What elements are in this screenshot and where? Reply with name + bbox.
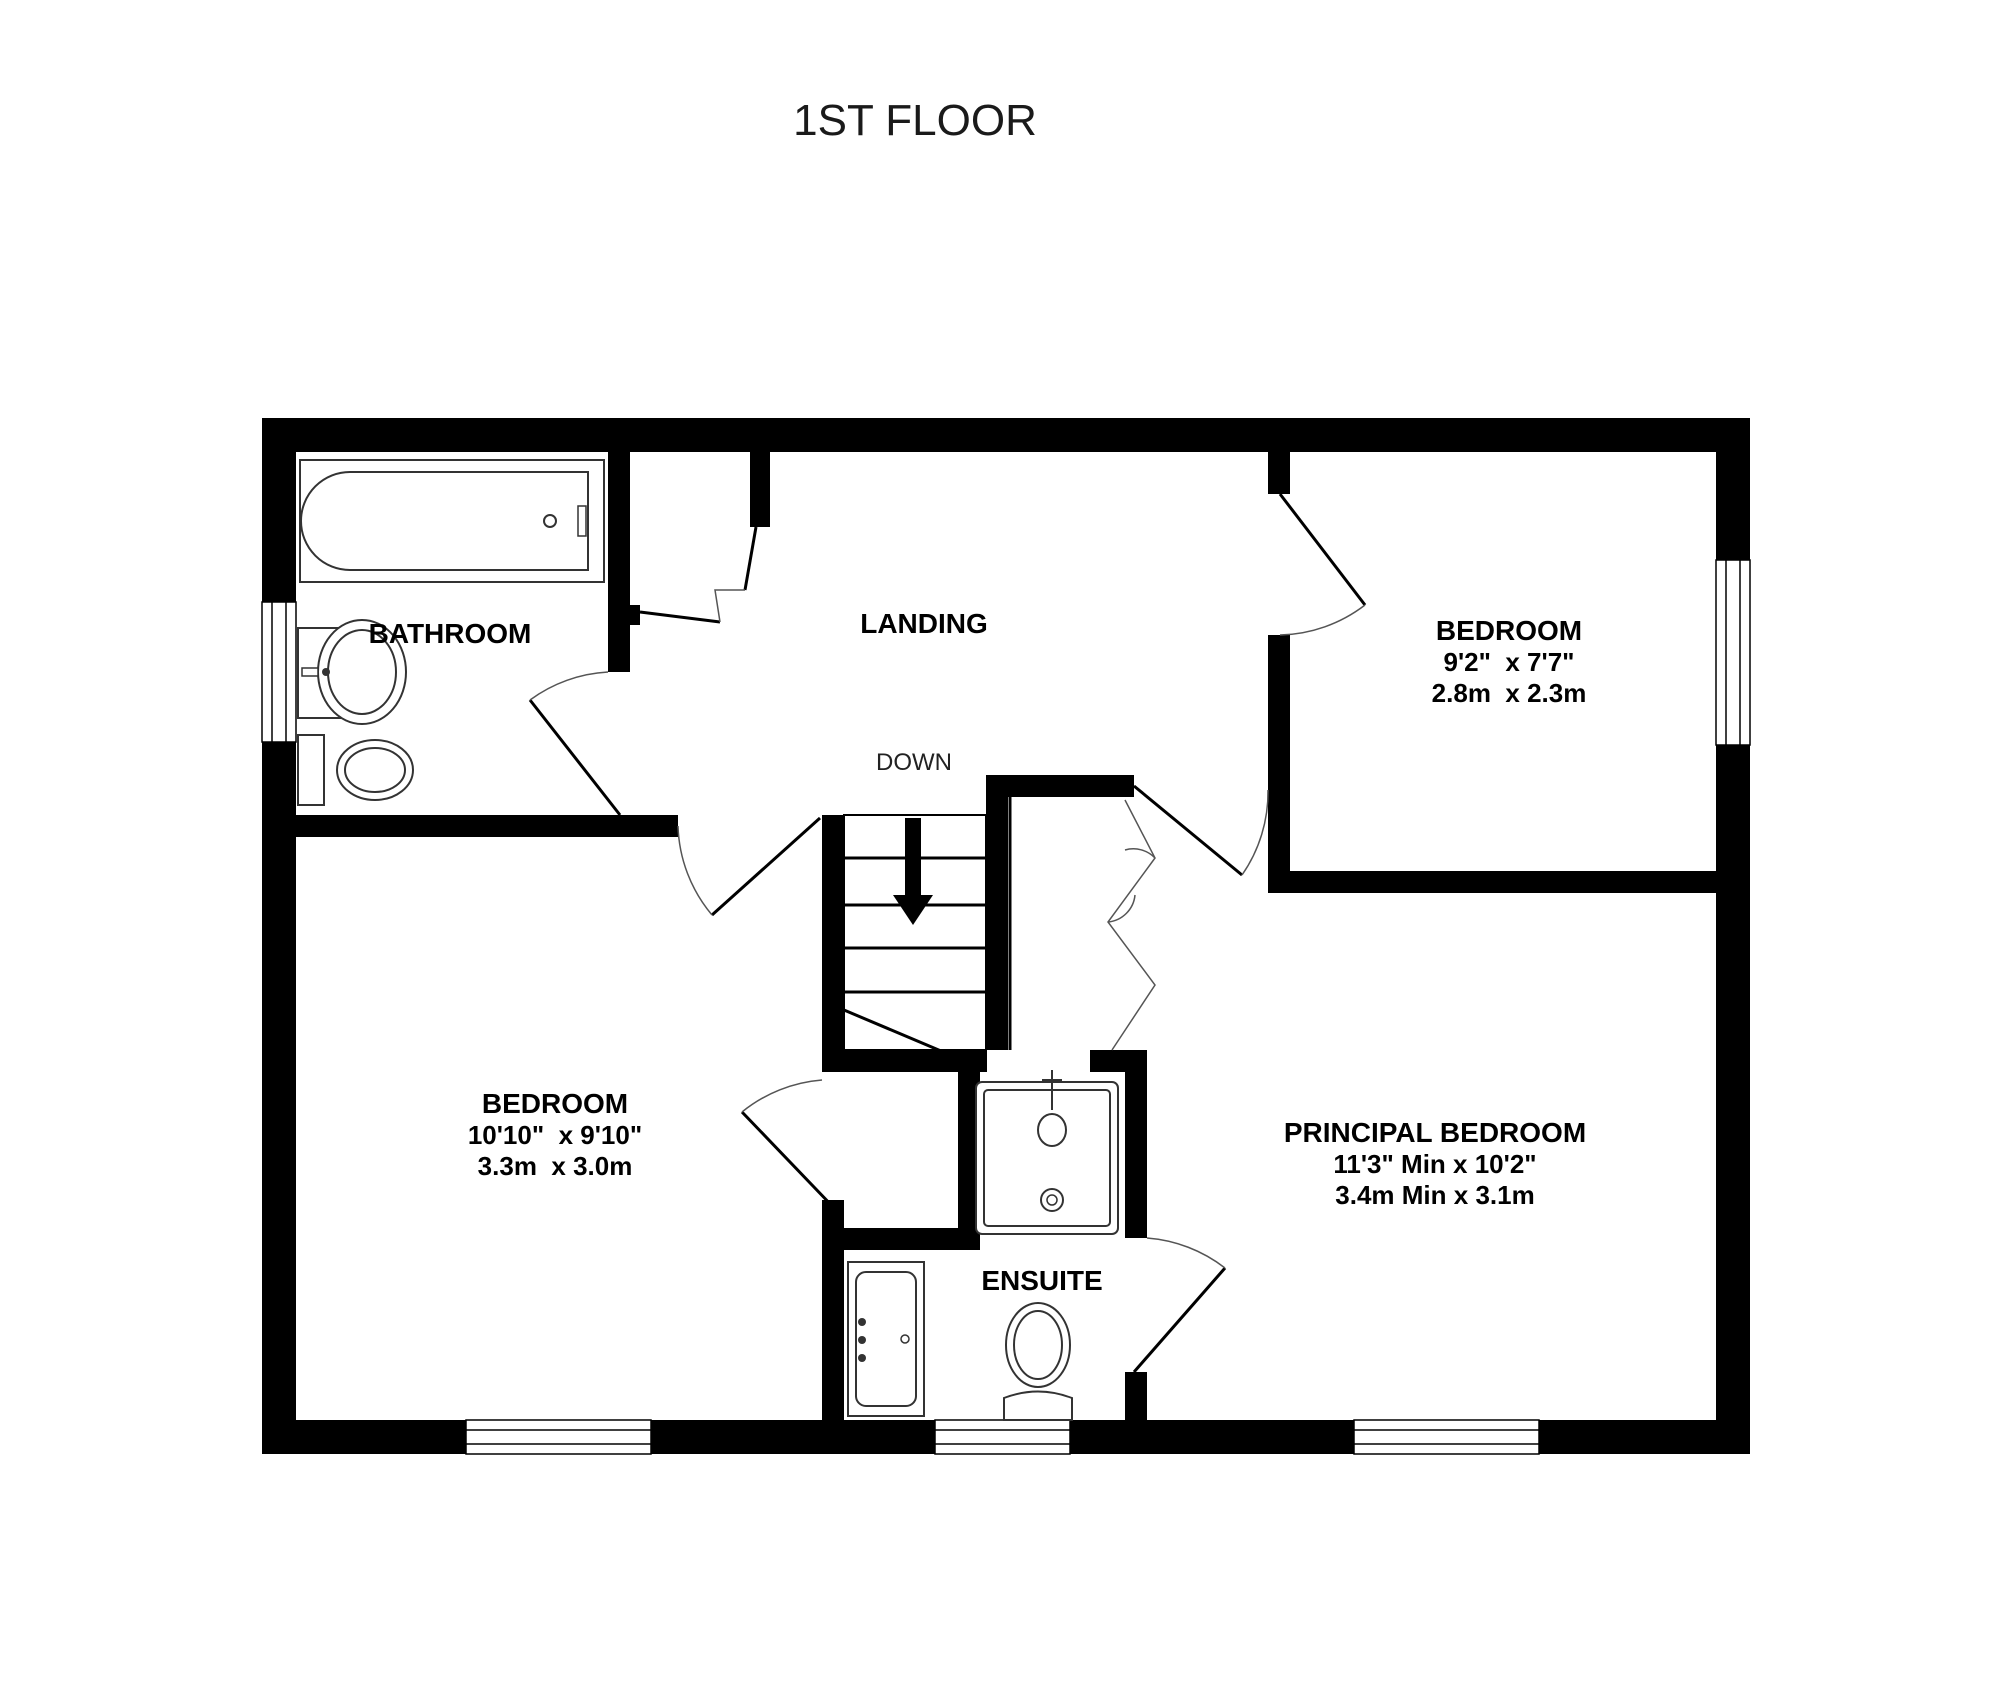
small-bedroom-left-wall-bottom xyxy=(1268,635,1290,893)
small-bedroom-label: BEDROOM xyxy=(1436,615,1582,646)
door-left-bedroom xyxy=(677,816,822,917)
window-ensuite xyxy=(934,1419,1071,1455)
staircase xyxy=(843,814,987,1072)
left-bedroom-right-wall-top xyxy=(822,1200,844,1434)
stairs-down-label: DOWN xyxy=(876,749,952,776)
window-principal-bedroom xyxy=(1353,1419,1540,1455)
doors xyxy=(528,493,1367,1373)
ensuite-top-wall xyxy=(822,1228,980,1250)
shower-tray xyxy=(975,1070,1119,1235)
small-bedroom-dim-metric: 2.8m x 2.3m xyxy=(1432,678,1587,708)
principal-bedroom-dim-imperial: 11'3" Min x 10'2" xyxy=(1333,1149,1536,1179)
wardrobe-top-wall xyxy=(986,775,1134,797)
door-principal-bedroom xyxy=(1133,784,1269,877)
bathroom-basin xyxy=(297,619,407,725)
bathroom-right-wall xyxy=(608,452,630,672)
principal-bedroom-dim-metric: 3.4m Min x 3.1m xyxy=(1335,1180,1534,1210)
window-left-bedroom xyxy=(465,1419,652,1455)
bathroom-bottom-wall xyxy=(296,815,678,837)
stairs-arrow-shaft xyxy=(905,818,921,900)
bathtub xyxy=(299,459,605,583)
small-bedroom-dim-imperial: 9'2" x 7'7" xyxy=(1444,647,1575,677)
ensuite-toilet xyxy=(1003,1302,1073,1421)
wardrobe xyxy=(1008,797,1156,1051)
stair-left-wall xyxy=(822,815,844,1070)
windows xyxy=(261,559,1751,1455)
stair-bottom-wall xyxy=(822,1050,987,1072)
floor-title: 1ST FLOOR xyxy=(793,96,1037,145)
outer-wall-top xyxy=(262,418,1750,452)
door-small-bedroom xyxy=(1278,493,1367,636)
cupboard-wall-b xyxy=(608,605,640,625)
bathroom-label: BATHROOM xyxy=(369,618,532,649)
ensuite-label: ENSUITE xyxy=(981,1265,1102,1296)
door-left-bedroom-lower xyxy=(740,1079,838,1212)
door-ensuite xyxy=(1132,1237,1227,1373)
shower-top-wall xyxy=(1090,1050,1147,1072)
small-bedroom-left-wall-top xyxy=(1268,452,1290,494)
principal-bedroom-label: PRINCIPAL BEDROOM xyxy=(1284,1117,1586,1148)
wardrobe-left-wall xyxy=(986,775,1008,1050)
window-small-bedroom xyxy=(1715,559,1751,746)
bathroom-toilet xyxy=(297,734,414,806)
left-bedroom-dim-metric: 3.3m x 3.0m xyxy=(478,1151,633,1181)
ensuite-right-stub xyxy=(1125,1372,1147,1434)
left-bedroom-dim-imperial: 10'10" x 9'10" xyxy=(468,1120,642,1150)
door-bathroom xyxy=(528,671,622,816)
ensuite-basin xyxy=(847,1261,925,1417)
door-cupboard xyxy=(639,526,758,624)
left-bedroom-label: BEDROOM xyxy=(482,1088,628,1119)
shower-right-wall xyxy=(1125,1050,1147,1238)
cupboard-wall-a xyxy=(750,452,770,527)
small-bedroom-bottom-wall xyxy=(1268,871,1716,893)
stairs-arrow-head xyxy=(893,895,933,925)
landing-label: LANDING xyxy=(860,608,988,639)
window-bathroom xyxy=(261,601,297,743)
outer-wall-left xyxy=(262,418,296,1454)
ensuite-left-stub xyxy=(958,1072,980,1240)
